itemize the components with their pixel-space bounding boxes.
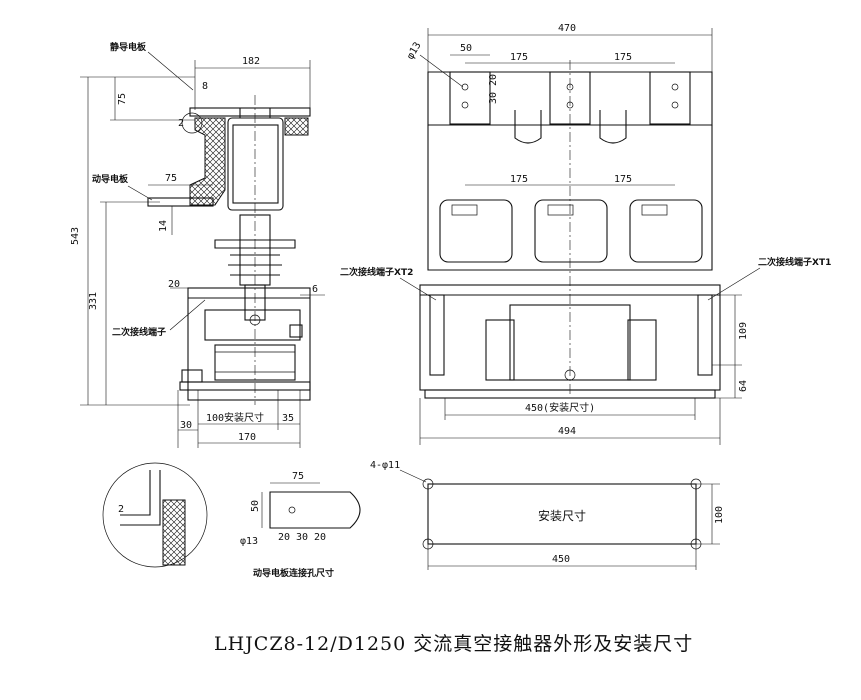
- dim-100-mount: 100: [714, 506, 725, 524]
- dim-50-plate: 50: [250, 500, 261, 512]
- front-view: 543 331 75 182 8 静导电板 2 动导电板: [70, 41, 325, 448]
- dim-175a: 175: [510, 52, 528, 63]
- dim-20: 20: [168, 279, 180, 290]
- dim-175b: 175: [614, 52, 632, 63]
- dim-64: 64: [738, 380, 749, 392]
- dim-75-mid: 75: [165, 173, 177, 184]
- mounting-plan: 4-φ11 安装尺寸 100 450: [370, 460, 725, 570]
- dim-450-install: 450(安装尺寸): [525, 401, 595, 414]
- dim-450-mount: 450: [552, 554, 570, 565]
- dim-75-top: 75: [117, 93, 128, 105]
- label-static-plate: 静导电板: [110, 41, 147, 53]
- dim-30: 30: [180, 420, 192, 431]
- dim-100: 100安装尺寸: [206, 411, 264, 424]
- dim-182: 182: [242, 56, 260, 67]
- label-secondary-terminal: 二次接线端子: [112, 326, 166, 338]
- label-xt2: 二次接线端子XT2: [340, 266, 413, 278]
- dim-543: 543: [70, 227, 81, 245]
- dim-phi13-plate: φ13: [240, 536, 258, 547]
- dim-20-plate-b: 20: [314, 532, 326, 543]
- drawing-title: LHJCZ8-12/D1250 交流真空接触器外形及安装尺寸: [214, 633, 693, 655]
- label-moving-plate: 动导电板: [92, 173, 129, 185]
- label-xt1: 二次接线端子XT1: [758, 256, 831, 268]
- dim-175d: 175: [614, 174, 632, 185]
- dim-470: 470: [558, 23, 576, 34]
- dim-2: 2: [178, 118, 184, 129]
- dim-6: 6: [312, 284, 318, 295]
- dim-109: 109: [738, 322, 749, 340]
- dim-14: 14: [158, 220, 169, 232]
- dim-175c: 175: [510, 174, 528, 185]
- dim-20-plate-a: 20: [278, 532, 290, 543]
- corner-detail: 2: [102, 462, 208, 568]
- mounting-label: 安装尺寸: [538, 508, 586, 523]
- dim-170: 170: [238, 432, 256, 443]
- dim-20-side: 20: [488, 74, 499, 86]
- dim-35: 35: [282, 413, 294, 424]
- dim-4-phi11: 4-φ11: [370, 460, 400, 471]
- plate-detail: 75 50 φ13 20 30 20 动导电板连接孔尺寸: [240, 471, 361, 579]
- dim-8: 8: [202, 81, 208, 92]
- side-view: 470 φ13 50 175 175 30 20 175 175: [340, 23, 831, 445]
- dim-331: 331: [88, 292, 99, 310]
- dim-phi13: φ13: [405, 40, 424, 61]
- dim-75-plate: 75: [292, 471, 304, 482]
- dim-30-side: 30: [488, 92, 499, 104]
- plate-caption: 动导电板连接孔尺寸: [253, 567, 334, 579]
- dim-50: 50: [460, 43, 472, 54]
- dim-30-plate: 30: [296, 532, 308, 543]
- dim-494: 494: [558, 426, 576, 437]
- dim-2-detail: 2: [118, 504, 124, 515]
